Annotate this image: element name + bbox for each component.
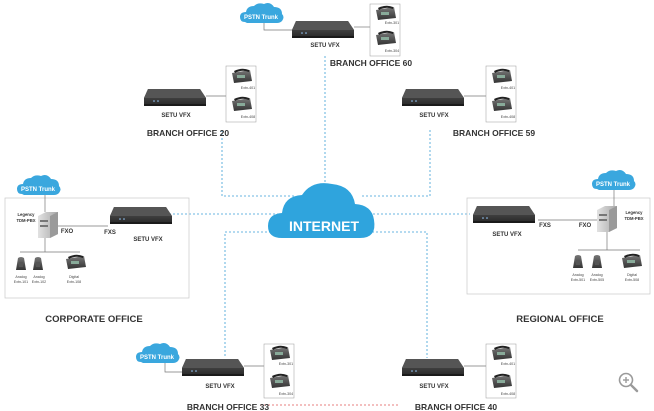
phone-icon — [16, 257, 26, 270]
device-label: SETU VFX — [310, 43, 339, 49]
zoom-in-icon — [618, 372, 639, 393]
link-branch20 — [221, 130, 295, 197]
router-icon — [144, 89, 206, 106]
office-label: BRANCH OFFICE 59 — [453, 128, 535, 138]
phone-icon — [492, 345, 512, 360]
ext-label: Extn-505 — [590, 278, 604, 282]
pstn-cloud: PSTN Trunk — [240, 3, 284, 23]
fxs-label: FXS — [104, 230, 116, 236]
phone-icon — [66, 254, 86, 269]
phone-type-label: Analog — [572, 273, 583, 277]
pbx-label: TDM-PBX — [624, 216, 643, 221]
device-label: SETU VFX — [492, 232, 521, 238]
router-icon — [402, 89, 464, 106]
office-label: BRANCH OFFICE 20 — [147, 128, 229, 138]
office-label: BRANCH OFFICE 40 — [415, 402, 497, 411]
phone-icon — [592, 255, 602, 268]
ext-label: Extn-101 — [14, 280, 28, 284]
pbx-label: Legency — [18, 212, 36, 217]
fxo-label: FXO — [579, 223, 592, 229]
phone-icon — [492, 96, 512, 111]
regional-office: PSTN Trunk Legency TDM-PBX FXS FXO SETU … — [466, 170, 651, 325]
ext-label: Extn-401 — [501, 86, 515, 90]
phone-type-label: Analog — [591, 273, 602, 277]
ext-label: Extn-508 — [625, 278, 639, 282]
phone-icon — [492, 373, 512, 388]
phone-type-label: Digital — [627, 273, 637, 277]
pbx-label: TDM-PBX — [16, 218, 35, 223]
zoom-in-button[interactable] — [616, 370, 640, 394]
pstn-label: PSTN Trunk — [244, 15, 279, 21]
ext-label: Extn-408 — [501, 392, 515, 396]
pstn-label: PSTN Trunk — [21, 187, 56, 193]
link-branch33 — [224, 231, 295, 358]
phone-icon — [232, 96, 252, 111]
link-branch40 — [360, 231, 428, 358]
office-label: BRANCH OFFICE 60 — [330, 58, 412, 68]
office-label: BRANCH OFFICE 33 — [187, 402, 269, 411]
corporate-office: PSTN Trunk Legency TDM-PBX FXO FXS SETU … — [4, 175, 190, 325]
internet-cloud: INTERNET — [268, 183, 375, 238]
phone-icon — [376, 5, 396, 20]
phone-icon — [376, 30, 396, 45]
ext-label: Extn-408 — [241, 115, 255, 119]
phone-icon — [270, 345, 290, 360]
ext-label: Extn-401 — [501, 362, 515, 366]
branch-office-20: SETU VFX Extn-401 Extn-408 BRANCH OFFICE… — [144, 65, 257, 138]
router-icon — [110, 207, 172, 224]
pstn-cloud: PSTN Trunk — [592, 170, 636, 190]
device-label: SETU VFX — [133, 237, 162, 243]
router-icon — [473, 206, 535, 223]
device-label: SETU VFX — [161, 113, 190, 119]
pbx-icon — [597, 206, 617, 232]
ext-label: Extn-408 — [501, 115, 515, 119]
ext-label: Extn-401 — [241, 86, 255, 90]
device-label: SETU VFX — [419, 384, 448, 390]
ext-label: Extn-304 — [279, 392, 293, 396]
branch-office-59: SETU VFX Extn-401 Extn-408 BRANCH OFFICE… — [402, 65, 535, 138]
router-icon — [402, 359, 464, 376]
office-label: CORPORATE OFFICE — [45, 314, 142, 325]
ext-label: Extn-304 — [385, 49, 399, 53]
pstn-cloud: PSTN Trunk — [136, 343, 180, 363]
pstn-cloud: PSTN Trunk — [17, 175, 61, 195]
link-branch59 — [360, 130, 431, 197]
branch-office-33: PSTN Trunk SETU VFX Extn-301 Extn-304 BR… — [136, 343, 295, 411]
pstn-label: PSTN Trunk — [596, 182, 631, 188]
ext-label: Extn-102 — [32, 280, 46, 284]
network-links — [165, 56, 470, 358]
phone-type-label: Analog — [15, 275, 26, 279]
device-label: SETU VFX — [419, 113, 448, 119]
pbx-icon — [38, 212, 58, 238]
ext-label: Extn-108 — [67, 280, 81, 284]
phone-icon — [33, 257, 43, 270]
router-icon — [292, 21, 354, 38]
pbx-label: Legency — [626, 210, 644, 215]
ext-label: Extn-301 — [385, 21, 399, 25]
router-icon — [182, 359, 244, 376]
phone-icon — [622, 253, 642, 268]
phone-type-label: Analog — [33, 275, 44, 279]
fxs-label: FXS — [539, 223, 551, 229]
phone-type-label: Digital — [69, 275, 79, 279]
phone-icon — [573, 255, 583, 268]
phone-icon — [232, 68, 252, 83]
office-label: REGIONAL OFFICE — [516, 314, 603, 325]
phone-icon — [270, 373, 290, 388]
ext-label: Extn-301 — [279, 362, 293, 366]
phone-icon — [492, 68, 512, 83]
branch-office-60: PSTN Trunk SETU VFX Extn-301 Extn-304 BR… — [240, 3, 412, 68]
branch-office-40: SETU VFX Extn-401 Extn-408 BRANCH OFFICE… — [402, 343, 517, 411]
device-label: SETU VFX — [205, 384, 234, 390]
internet-label: INTERNET — [289, 218, 359, 234]
pstn-label: PSTN Trunk — [140, 355, 175, 361]
ext-label: Extn-501 — [571, 278, 585, 282]
fxo-label: FXO — [61, 229, 74, 235]
